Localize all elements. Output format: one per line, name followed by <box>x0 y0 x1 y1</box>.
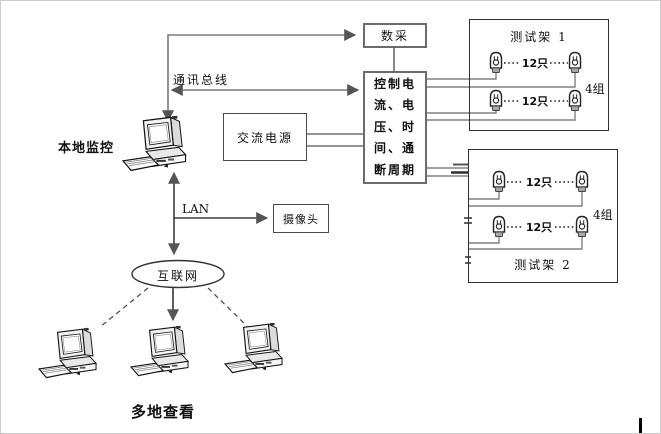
controller-line-1: 控制电 <box>373 76 416 91</box>
local-monitor-label: 本地监控 <box>58 141 115 156</box>
internet-label: 互联网 <box>156 269 199 283</box>
wire-rack1-row1-left <box>427 72 497 80</box>
camera-label: 摄像头 <box>283 212 319 226</box>
link-internet-pc-left <box>99 287 149 328</box>
link-internet-pc-right <box>207 287 248 327</box>
wire-rack2-row1-left <box>468 192 500 200</box>
remote-pc-2-icon <box>130 325 189 377</box>
test-rack-2-title: 测试架 2 <box>514 258 572 272</box>
camera-box: 摄像头 <box>273 204 329 233</box>
wire-rack1-row2-right <box>427 111 576 121</box>
wire-rack1-row1-right <box>427 72 576 88</box>
local-monitor-pc-icon <box>122 115 187 172</box>
connector-pc-to-daq <box>162 29 357 123</box>
group-label-rack2: 4组 <box>593 208 613 222</box>
wire-rack2-row2-right <box>468 237 583 250</box>
connector-controller-to-rack2 <box>427 167 468 177</box>
test-rack-1: 测试架 1 <box>469 19 609 131</box>
lan-label: LAN <box>182 202 210 216</box>
daq-box: 数采 <box>363 23 427 48</box>
remote-pc-3-icon <box>224 322 283 374</box>
controller-line-3: 压、时 <box>373 119 416 134</box>
ac-power-box: 交流电源 <box>223 113 307 161</box>
lamp-count-rack1-row1: 12只 <box>521 57 549 70</box>
test-rack-2: 测试架 2 <box>468 149 618 283</box>
internet-ellipse <box>131 259 225 289</box>
multi-view-label: 多地查看 <box>131 403 196 421</box>
wire-rack2-row2-left <box>468 237 500 244</box>
remote-pc-1-icon <box>38 327 97 379</box>
ac-power-label: 交流电源 <box>236 130 293 145</box>
connector-acpower-to-controller <box>307 133 363 147</box>
controller-line-2: 流、电 <box>373 98 416 113</box>
wire-rack1-row2-left <box>427 111 497 114</box>
comm-bus-label: 通讯总线 <box>173 73 230 87</box>
test-rack-1-title: 测试架 1 <box>510 30 568 44</box>
lamp-count-rack2-row1: 12只 <box>525 176 553 189</box>
group-label-rack1: 4组 <box>585 82 605 96</box>
text-cursor-artifact <box>639 418 642 433</box>
controller-line-4: 间、通 <box>373 141 416 156</box>
daq-box-label: 数采 <box>380 29 409 43</box>
lamp-count-rack1-row2: 12只 <box>521 95 549 108</box>
controller-box: 控制电 流、电 压、时 间、通 断周期 <box>363 71 427 184</box>
wire-rack2-row1-right <box>468 192 583 207</box>
lamp-count-rack2-row2: 12只 <box>525 221 553 234</box>
controller-line-5: 断周期 <box>373 162 416 177</box>
